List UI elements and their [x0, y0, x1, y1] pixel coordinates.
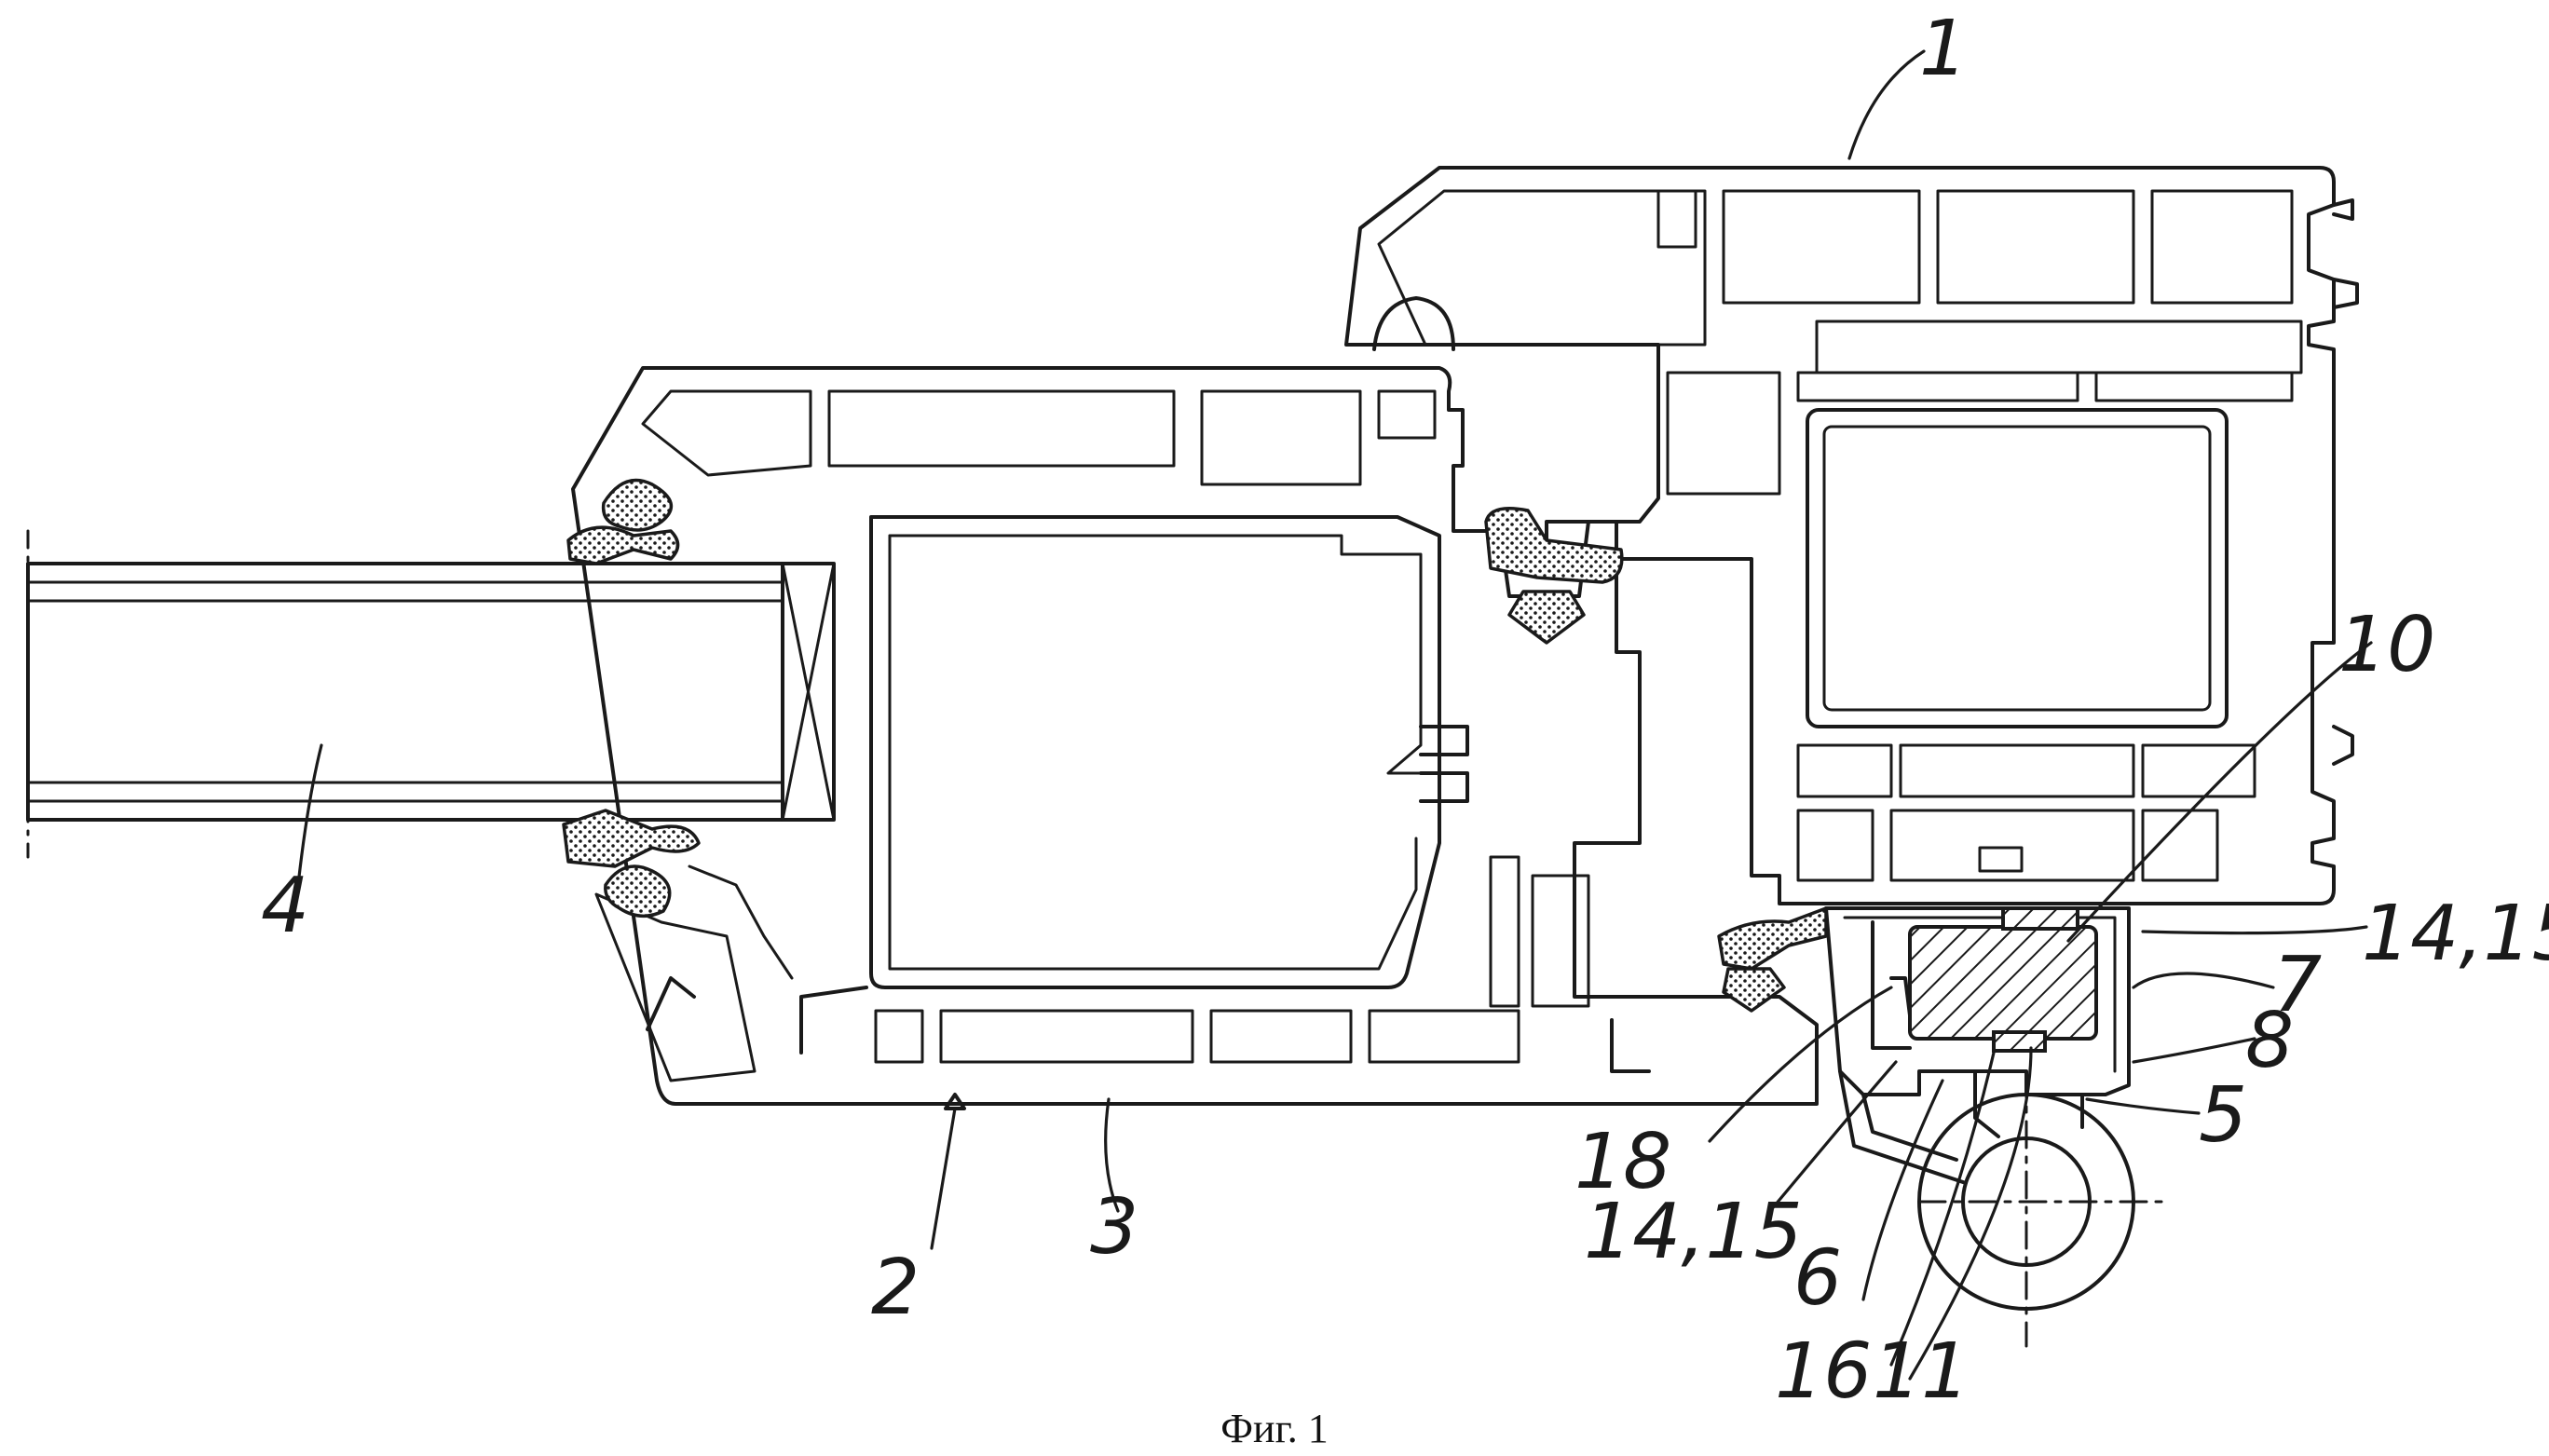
label-3: 3: [1090, 1183, 1138, 1272]
label-5: 5: [2199, 1071, 2247, 1160]
label-14-15-lower: 14,15: [1584, 1188, 1803, 1276]
label-7: 7: [2273, 941, 2322, 1029]
label-2: 2: [871, 1244, 920, 1332]
glass-unit-4: [26, 529, 836, 859]
figure-caption: Фиг. 1: [1220, 1406, 1328, 1451]
frame-profile-1: [1344, 166, 2359, 905]
label-11: 11: [1873, 1327, 1970, 1416]
label-6: 6: [1793, 1234, 1842, 1323]
reference-labels: 1 4 2 3 10 14,15 7 8 5 18 14,15 6 16 11: [261, 5, 2549, 1416]
gasket-seals: [562, 478, 1828, 1013]
label-16: 16: [1775, 1327, 1872, 1416]
hinge-hardware: [1824, 906, 2173, 1348]
sash-profile-2: [571, 366, 1819, 1106]
label-14-15-right: 14,15: [2362, 890, 2549, 978]
leader-lines: [296, 49, 2373, 1381]
label-4: 4: [261, 862, 309, 950]
label-10: 10: [2338, 601, 2435, 689]
label-8: 8: [2245, 997, 2294, 1085]
label-18: 18: [1574, 1118, 1671, 1206]
label-1: 1: [1919, 5, 1968, 93]
